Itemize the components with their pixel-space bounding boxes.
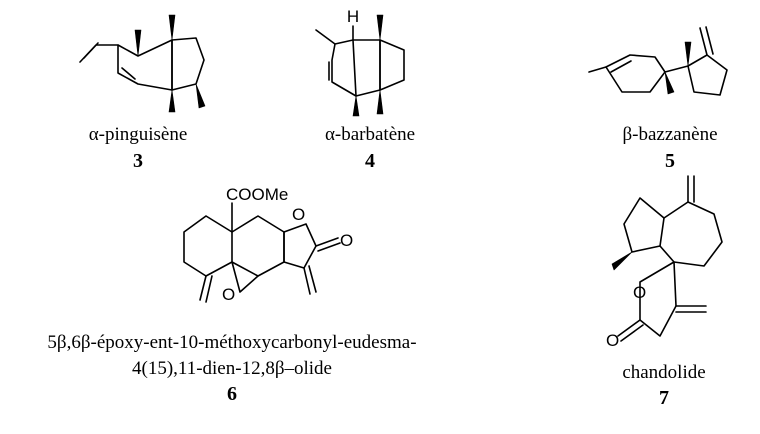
exo-methylene-double-bond	[705, 26, 714, 55]
compound-name-line2: 4(15),11-dien-12,8β–olide	[132, 358, 332, 379]
carbonyl-double-bond	[317, 242, 341, 252]
compound-number: 5	[665, 150, 675, 172]
methyl-wedge	[168, 14, 176, 41]
structure-alpha-barbatene: H	[315, 7, 405, 117]
compound-number: 6	[227, 383, 237, 405]
methyl-bond	[315, 29, 336, 45]
structure-beta-bazzanene	[588, 26, 728, 96]
cyclopentane-ring	[623, 197, 665, 253]
ring-link-bond	[664, 65, 689, 73]
ring-b	[231, 215, 285, 277]
carbonyl-bond	[617, 319, 641, 337]
vinyl-double-bond	[83, 42, 99, 59]
six-membered-ring	[379, 39, 405, 91]
methyl-wedge	[168, 89, 176, 113]
oxygen-label: O	[222, 285, 235, 304]
exo-methylene-bond	[699, 27, 708, 56]
cyclopentane-ring	[687, 54, 728, 96]
methyl-wedge	[195, 83, 206, 109]
methyl-wedge	[352, 95, 360, 117]
compound-name-line1: 5β,6β-époxy-ent-10-méthoxycarbonyl-eudes…	[47, 332, 416, 353]
oxygen-label: O	[633, 283, 646, 302]
structure-alpha-pinguisene	[79, 14, 206, 113]
hydrogen-label: H	[347, 7, 359, 26]
cycloheptane-ring	[659, 201, 723, 267]
compound-name: chandolide	[622, 362, 705, 383]
ester-label: COOMe	[226, 185, 288, 204]
compound-name: β-bazzanène	[622, 124, 717, 145]
methyl-wedge	[134, 29, 142, 57]
cyclohexene-ring	[605, 54, 666, 93]
compound-number: 7	[659, 387, 669, 409]
compound-number: 4	[365, 150, 375, 172]
methyl-wedge	[611, 251, 633, 271]
carbonyl-bond	[315, 237, 339, 247]
ring-double-bond	[610, 60, 632, 73]
compound-name: α-pinguisène	[89, 124, 188, 145]
exo-methylene-bond	[303, 267, 311, 295]
methyl-wedge	[684, 41, 692, 67]
bridge-bond	[352, 39, 357, 97]
epoxide-bonds	[231, 261, 259, 293]
vinyl-bond	[79, 44, 119, 63]
compound-number: 3	[133, 150, 143, 172]
exo-methylene-double-bond	[308, 265, 317, 293]
five-membered-ring	[171, 37, 205, 91]
oxygen-label: O	[340, 231, 353, 250]
structure-epoxy-eudesmanolide: COOMe O O O	[183, 185, 353, 304]
exo-methylene-double-bond	[205, 275, 213, 303]
methyl-wedge	[664, 71, 675, 95]
structure-chandolide: O O	[606, 175, 723, 350]
lactone-ring	[639, 261, 677, 337]
exo-methylene-bond	[199, 275, 207, 301]
oxygen-label: O	[606, 331, 619, 350]
oxygen-label: O	[292, 205, 305, 224]
methyl-wedge	[376, 89, 384, 115]
six-membered-ring	[117, 39, 173, 91]
lactone-ring	[283, 223, 317, 269]
ring-system	[331, 39, 381, 97]
ring-double-bond	[121, 67, 136, 80]
methyl-wedge	[376, 14, 384, 41]
compound-name: α-barbatène	[325, 124, 415, 145]
ring-a	[183, 215, 233, 277]
methyl-bond	[588, 66, 607, 73]
carbonyl-double-bond	[620, 324, 644, 342]
